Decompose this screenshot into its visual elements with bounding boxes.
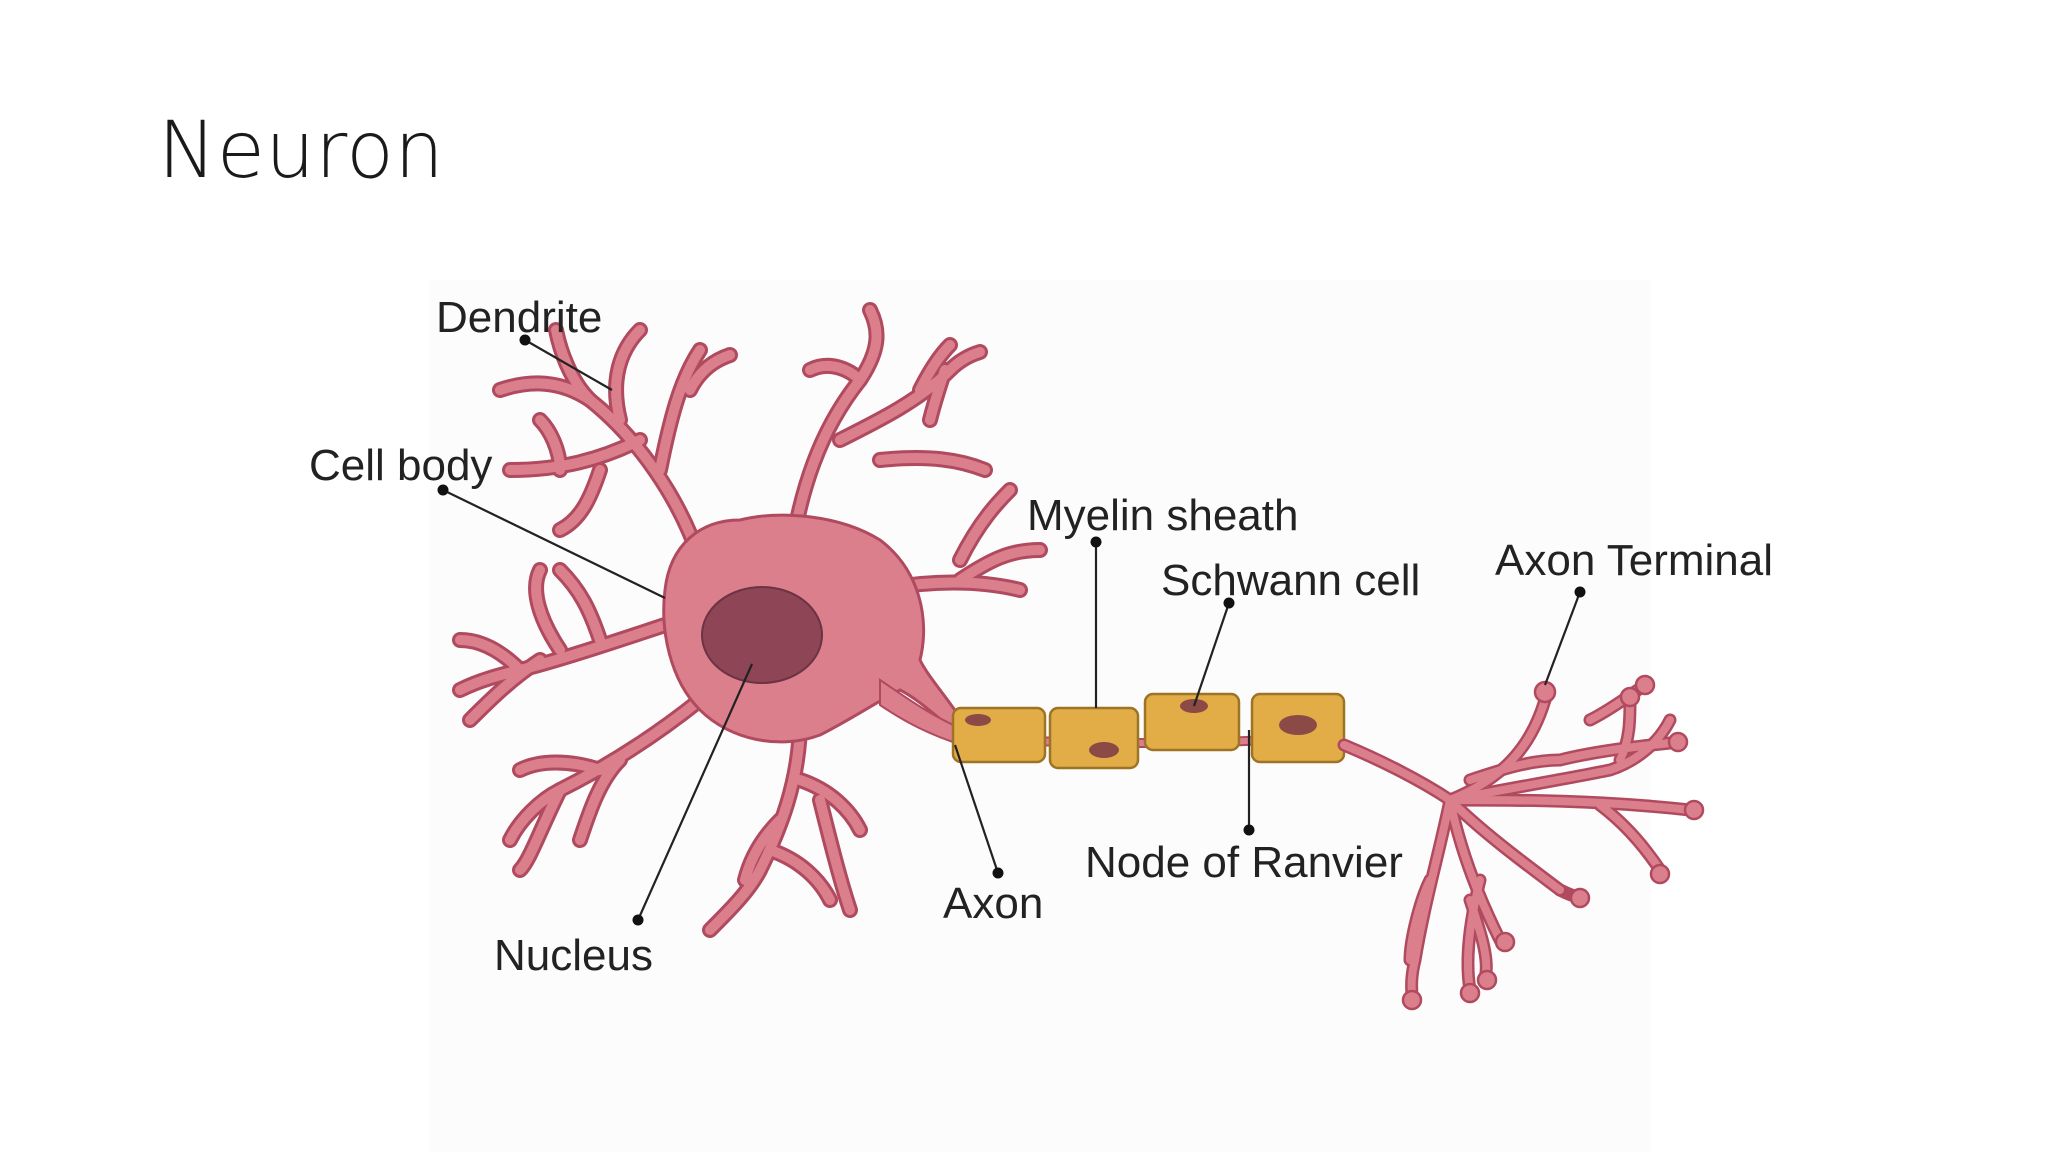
- myelin-segment: [1143, 692, 1241, 752]
- myelin-segment: [1250, 692, 1346, 764]
- label-node-of-ranvier: Node of Ranvier: [1085, 838, 1403, 887]
- nucleus-shape: [701, 586, 823, 684]
- label-myelin-sheath: Myelin sheath: [1027, 491, 1298, 540]
- leader-lines: [437, 334, 1586, 926]
- slide-title: Neuron: [158, 106, 445, 196]
- myelin-sheath-segments: [951, 692, 1346, 770]
- label-schwann-cell: Schwann cell: [1161, 556, 1420, 605]
- label-axon: Axon: [943, 879, 1043, 928]
- label-nucleus: Nucleus: [494, 931, 653, 980]
- myelin-segment: [1048, 706, 1140, 770]
- label-dendrite: Dendrite: [436, 293, 602, 342]
- myelin-segment: [951, 706, 1047, 764]
- dendrites: [452, 302, 1048, 938]
- label-cell-body: Cell body: [309, 441, 492, 490]
- label-axon-terminal: Axon Terminal: [1495, 536, 1773, 585]
- axon-terminal-branches: [1337, 674, 1705, 1011]
